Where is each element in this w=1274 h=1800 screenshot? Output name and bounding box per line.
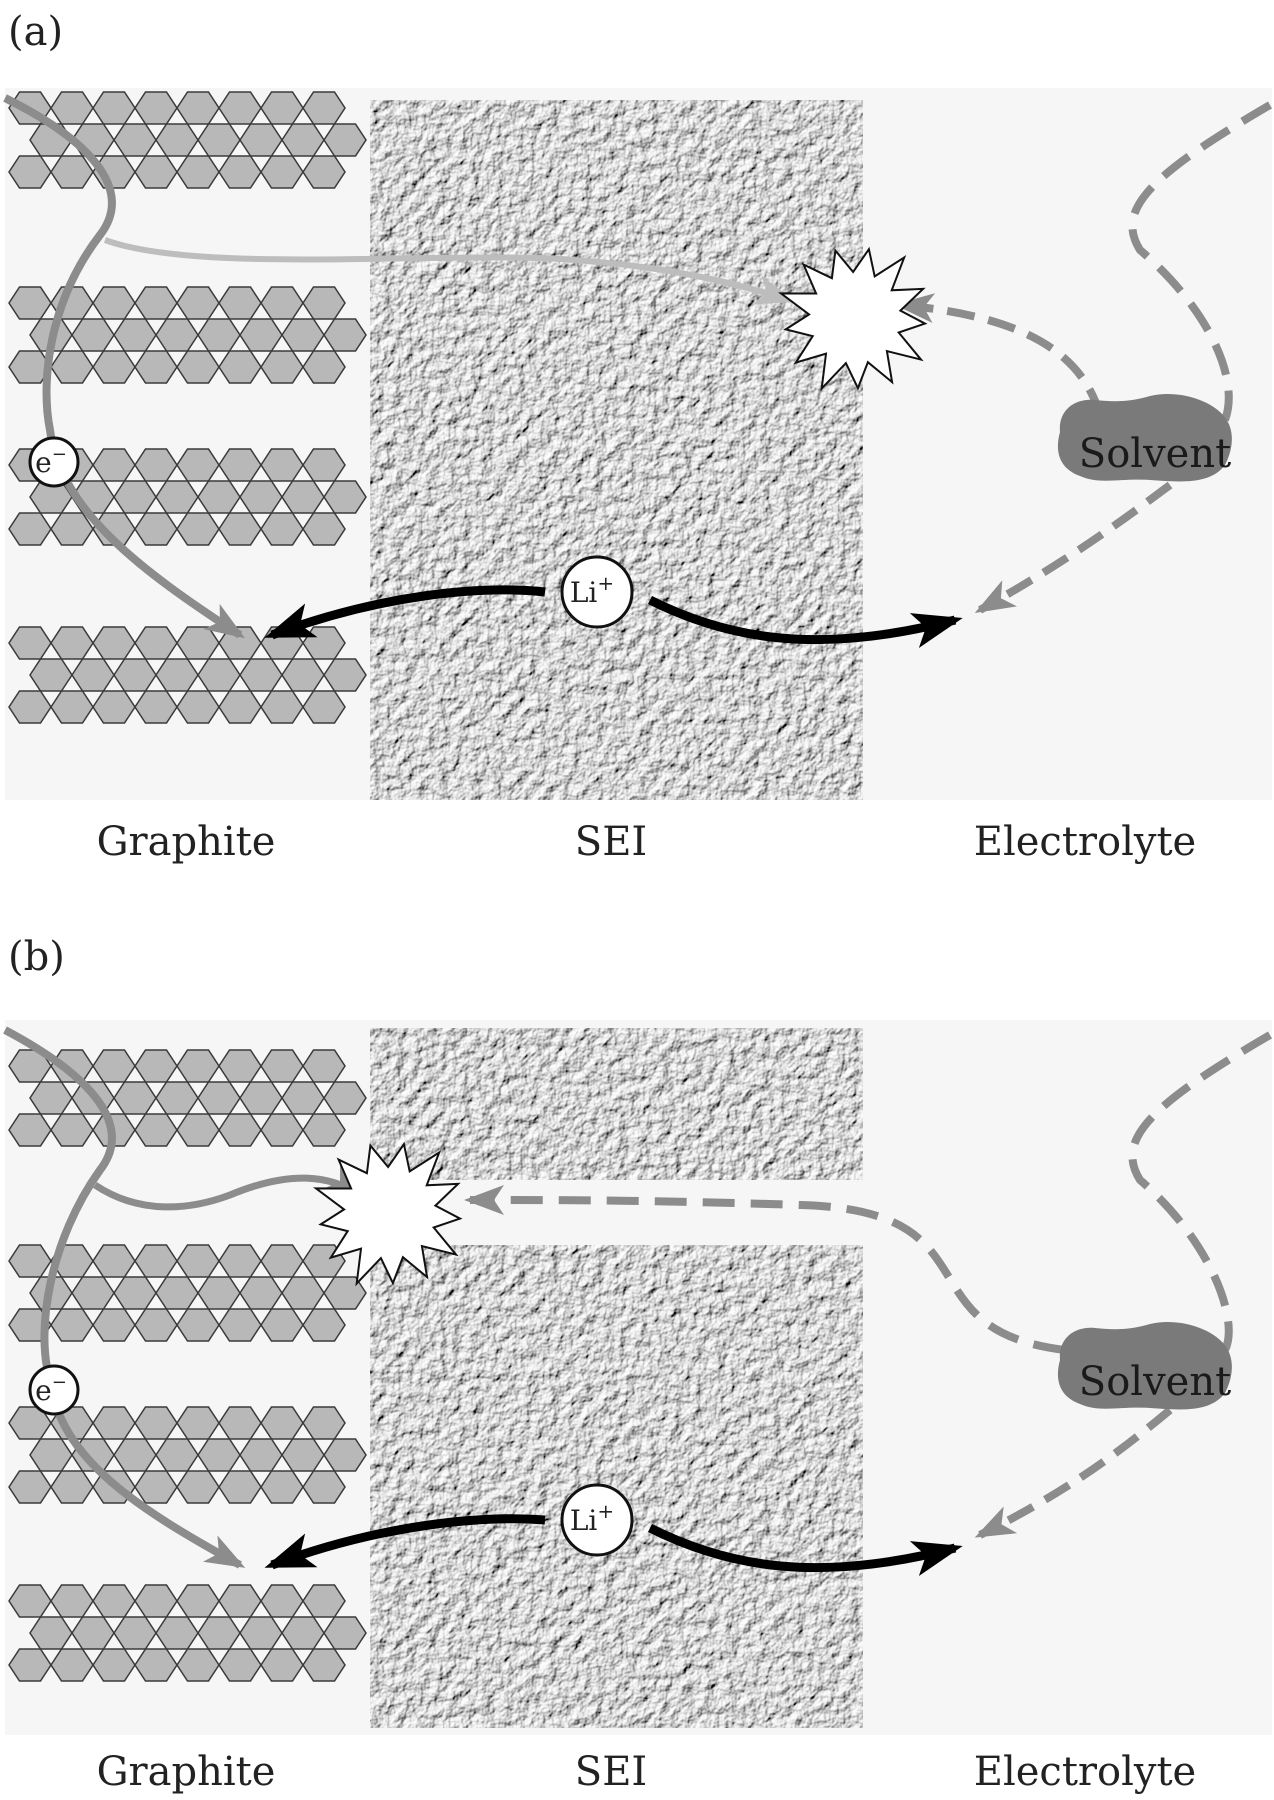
graphite-hexagon xyxy=(302,1308,346,1342)
panel-b-sei-label: SEI xyxy=(575,1749,647,1795)
graphite-hexagon xyxy=(302,512,346,546)
panel-b-li-to-electrolyte-arrow xyxy=(647,1523,963,1576)
panel-a-sei-layer xyxy=(370,100,863,800)
graphite-hexagon xyxy=(302,1113,346,1147)
panel-b-electron-bubble xyxy=(28,1364,80,1416)
panel-b-lithium-label: Li+ xyxy=(570,1499,614,1537)
panel-a-electron-label: e− xyxy=(35,444,67,479)
graphite-hexagon xyxy=(302,350,346,384)
panel-a-li-to-graphite-arrow xyxy=(264,585,546,640)
panel-a-lithium-label: Li+ xyxy=(570,571,614,609)
panel-a-solvent-to-reaction-dashed-arrow xyxy=(894,293,1104,417)
panel-b-electron-path-arrow xyxy=(3,1026,246,1569)
panel-b-sei-lower xyxy=(370,1245,863,1728)
panel-b-solvent-blob xyxy=(1057,1321,1232,1410)
panel-b-solvent-label: Solvent xyxy=(1079,1359,1231,1405)
panel-a: (a) Solvent e− Li+ Graphite SEI Electrol… xyxy=(3,9,1273,865)
panel-b-reaction-burst xyxy=(312,1141,463,1287)
panel-b-electron-to-reaction-arrow xyxy=(93,1163,365,1211)
panel-a-graphite-label: Graphite xyxy=(97,819,276,865)
panel-b-sei-upper xyxy=(370,1028,863,1180)
graphite-hexagon xyxy=(302,1648,346,1682)
panel-b-solvent-diffusion-dashed xyxy=(1128,1031,1273,1352)
panel-a-graphite-layers xyxy=(8,91,367,724)
panel-a-electron-path-arrow xyxy=(3,94,246,639)
panel-a-sei-label: SEI xyxy=(575,819,647,865)
panel-b-graphite-label: Graphite xyxy=(97,1749,276,1795)
panel-a-electron-bubble xyxy=(28,436,80,488)
panel-b-electron-label: e− xyxy=(35,1372,67,1407)
reaction-burst-shape xyxy=(777,246,928,392)
panel-b-solvent-through-crack-dashed-arrow xyxy=(464,1185,1066,1354)
panel-a-electron-to-reaction-arrow xyxy=(103,237,796,305)
panel-b-li-to-graphite-arrow xyxy=(264,1514,546,1570)
panel-b-graphite-layers xyxy=(8,1049,367,1682)
panel-a-solvent-to-electrolyte-dashed-arrow xyxy=(974,481,1173,614)
graphite-hexagon xyxy=(302,155,346,189)
panel-a-label: (a) xyxy=(8,9,63,55)
panel-a-lithium-bubble xyxy=(560,555,634,629)
panel-b-solvent-to-electrolyte-dashed-arrow xyxy=(974,1406,1173,1539)
panel-a-li-to-electrolyte-arrow xyxy=(647,595,963,648)
graphite-hexagon xyxy=(302,1470,346,1504)
panel-b-electrolyte-label: Electrolyte xyxy=(974,1749,1196,1795)
panel-a-solvent-blob xyxy=(1057,393,1232,482)
panel-b: (b) Solvent e− Li+ Graphite SEI Electrol… xyxy=(3,934,1273,1795)
panel-a-solvent-label: Solvent xyxy=(1079,431,1231,477)
panel-a-electrolyte-label: Electrolyte xyxy=(974,819,1196,865)
panel-b-label: (b) xyxy=(8,934,65,980)
graphite-hexagon xyxy=(302,690,346,724)
reaction-burst-shape xyxy=(312,1141,463,1287)
panel-a-solvent-diffusion-dashed xyxy=(1128,101,1273,422)
panel-a-reaction-burst xyxy=(777,246,928,392)
panel-b-lithium-bubble xyxy=(560,1483,634,1557)
